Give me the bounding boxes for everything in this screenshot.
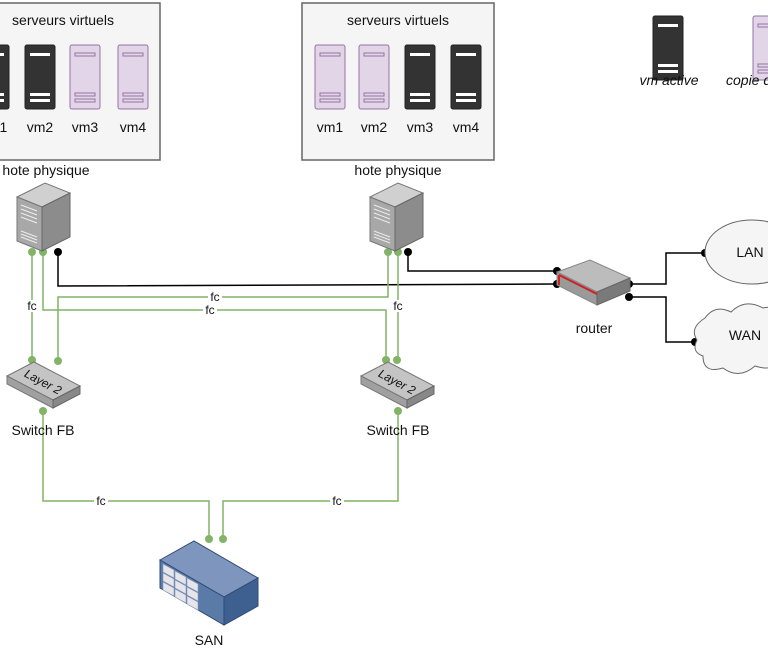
vm-label: vm4 xyxy=(453,119,480,135)
fc-port xyxy=(54,357,62,365)
fc-port xyxy=(39,407,47,415)
router[interactable] xyxy=(555,259,632,306)
vm-label: vm2 xyxy=(361,119,388,135)
group-title: serveurs virtuels xyxy=(12,12,114,28)
layer2-switch[interactable]: Layer 2 xyxy=(5,361,82,409)
vm-icon-active xyxy=(24,44,56,110)
san-storage[interactable] xyxy=(158,540,260,626)
fc-port xyxy=(219,535,227,543)
vm-label: vm3 xyxy=(407,119,434,135)
host-label: hote physique xyxy=(354,162,441,178)
vm-icon-active xyxy=(450,44,482,110)
fc-link-label: fc xyxy=(96,494,105,508)
router-label: router xyxy=(576,320,613,336)
vm-label: vm3 xyxy=(72,119,99,135)
fc-port xyxy=(384,248,392,256)
fc-link-label: fc xyxy=(27,299,36,313)
host-label: hote physique xyxy=(2,162,89,178)
fc-port xyxy=(394,407,402,415)
wan-label: WAN xyxy=(729,327,761,343)
physical-host-server[interactable] xyxy=(368,182,425,252)
vm-icon-copy xyxy=(358,44,390,110)
vm-group-1: serveurs virtuels vm1 vm2 vm3 vm4 xyxy=(0,2,161,161)
lan-cloud[interactable]: LAN xyxy=(704,219,768,285)
fc-port xyxy=(28,248,36,256)
fc-link-label: fc xyxy=(210,290,219,304)
san-label: SAN xyxy=(195,632,224,648)
fc-link-label: fc xyxy=(393,299,402,313)
legend-copy-icon xyxy=(752,15,768,81)
legend-copy-label: copie d xyxy=(726,72,768,88)
fc-link-label: fc xyxy=(205,303,214,317)
vm-icon-copy xyxy=(314,44,346,110)
vm-label: vm2 xyxy=(27,119,54,135)
fc-link-label: fc xyxy=(332,494,341,508)
group-title: serveurs virtuels xyxy=(347,12,449,28)
vm-icon-copy xyxy=(117,44,149,110)
lan-label: LAN xyxy=(736,244,763,260)
ethernet-port xyxy=(404,248,412,256)
fc-port xyxy=(393,356,401,364)
ethernet-port xyxy=(625,293,633,301)
vm-group-2: serveurs virtuels vm1 vm2 vm3 vm4 xyxy=(301,2,495,161)
legend: vm active copie d xyxy=(639,15,768,88)
wan-cloud[interactable]: WAN xyxy=(693,303,768,374)
vm-icon-copy xyxy=(69,44,101,110)
legend-active-icon xyxy=(652,15,684,81)
switch-label: Switch FB xyxy=(11,422,74,438)
switch-label: Switch FB xyxy=(366,422,429,438)
fc-port xyxy=(205,535,213,543)
physical-host-server[interactable] xyxy=(15,182,72,252)
vm-icon-active xyxy=(404,44,436,110)
vm-label: vm4 xyxy=(120,119,147,135)
ethernet-port xyxy=(54,248,62,256)
vm-label: vm1 xyxy=(0,119,7,135)
layer2-switch[interactable]: Layer 2 xyxy=(359,361,436,409)
legend-active-label: vm active xyxy=(639,72,698,88)
ethernet-links xyxy=(57,252,705,343)
vm-icon-active xyxy=(0,44,10,110)
vm-label: vm1 xyxy=(317,119,344,135)
